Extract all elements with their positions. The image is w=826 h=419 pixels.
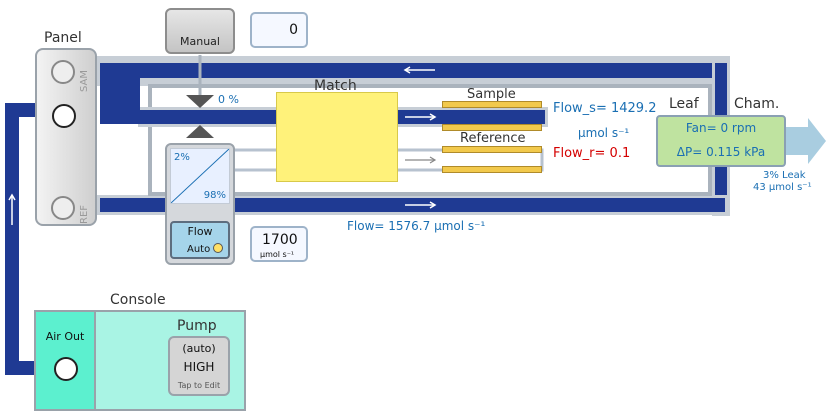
auto-indicator-icon	[213, 243, 223, 253]
match-title: Match	[314, 78, 357, 94]
mix-bottom-percent: 98%	[203, 190, 226, 201]
pump-mode: (auto)	[182, 342, 216, 355]
valve-down-icon	[186, 95, 214, 108]
panel-title: Panel	[44, 30, 82, 46]
console-title: Console	[110, 292, 166, 308]
leak-flow: 43 µmol s⁻¹	[753, 182, 812, 193]
pump-level: HIGH	[183, 360, 215, 374]
ref-port-icon	[51, 196, 75, 220]
mixer-body: 2% 98% Flow Auto	[165, 143, 235, 265]
sam-label: SAM	[79, 69, 90, 92]
flow-setpoint-value: 1700	[262, 232, 298, 248]
pressure-delta: ΔP= 0.115 kPa	[676, 145, 766, 159]
flow-setpoint-unit: µmol s⁻¹	[260, 250, 295, 259]
return-pipe-left	[5, 103, 19, 375]
flow-label: Flow	[187, 225, 213, 238]
flow-setpoint-field[interactable]: 1700 µmol s⁻¹	[250, 226, 308, 262]
match-cell	[276, 92, 398, 182]
panel-body: SAM REF	[35, 48, 97, 226]
sample-flow: Flow_s= 1429.2	[553, 101, 657, 116]
sample-title: Sample	[467, 87, 516, 102]
leak-percent: 3% Leak	[763, 170, 806, 181]
leaf-chamber[interactable]: Fan= 0 rpm ΔP= 0.115 kPa	[656, 115, 786, 167]
valve-percent: 0 %	[218, 93, 239, 106]
chamber-title: Cham.	[734, 96, 780, 112]
leaf-title: Leaf	[669, 96, 699, 112]
manual-value: 0	[289, 22, 298, 38]
manual-button[interactable]: Manual	[165, 8, 235, 54]
fan-speed: Fan= 0 rpm	[685, 121, 757, 135]
manual-label: Manual	[180, 35, 220, 48]
exhaust-arrow-icon	[786, 118, 826, 164]
flow-mode: Auto	[187, 244, 211, 255]
sample-flow-unit: µmol s⁻¹	[578, 126, 630, 140]
sample-cell-top	[442, 101, 542, 108]
valve-up-icon	[186, 125, 214, 138]
flow-auto-button[interactable]: Flow Auto	[170, 221, 230, 259]
ref-label: REF	[79, 204, 90, 224]
reference-cell-top	[442, 146, 542, 153]
mix-ratio-line	[171, 149, 229, 203]
return-port-icon	[52, 104, 76, 128]
air-out-label: Air Out	[45, 330, 85, 343]
manual-value-field[interactable]: 0	[250, 12, 308, 48]
reference-title: Reference	[460, 131, 526, 146]
pump-hint: Tap to Edit	[177, 381, 221, 390]
sample-cell-bottom	[442, 124, 542, 131]
panel-sam-pipe	[100, 63, 140, 124]
reference-cell-bottom	[442, 166, 542, 173]
air-out-section: Air Out	[34, 310, 96, 411]
mix-top-percent: 2%	[174, 152, 190, 163]
main-flow: Flow= 1576.7 µmol s⁻¹	[347, 219, 486, 233]
air-out-port-icon	[54, 357, 78, 381]
reference-flow: Flow_r= 0.1	[553, 146, 631, 161]
pump-button[interactable]: (auto) HIGH Tap to Edit	[168, 336, 230, 396]
mix-ratio-graph: 2% 98%	[170, 148, 230, 204]
sam-port-icon	[51, 60, 75, 84]
pump-title: Pump	[177, 318, 217, 334]
